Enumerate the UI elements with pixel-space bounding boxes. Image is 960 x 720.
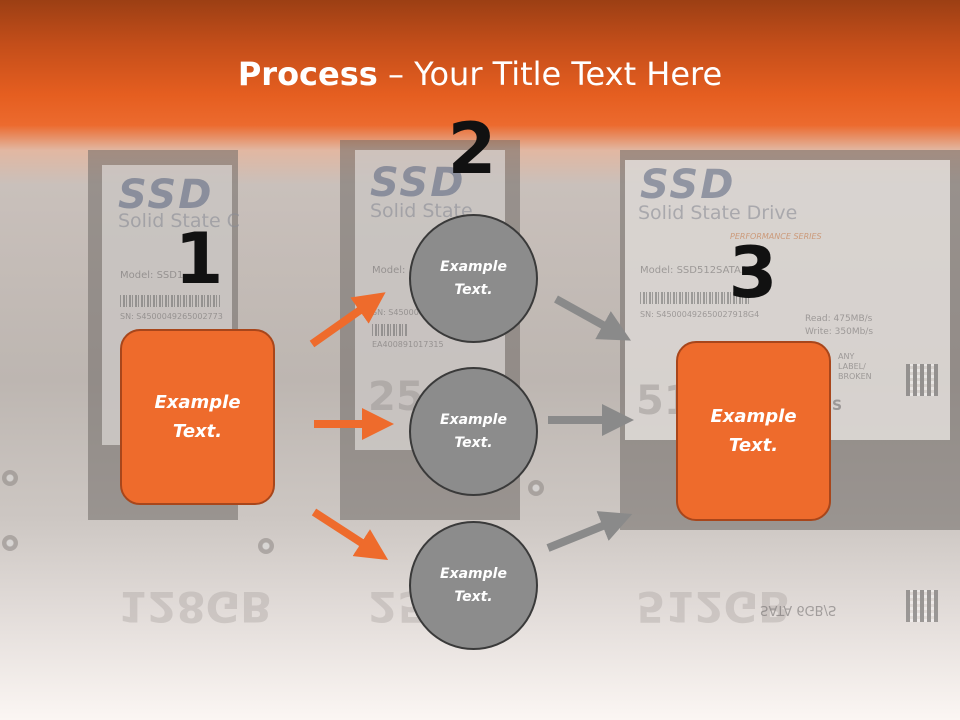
step-1-box[interactable]: Example Text. xyxy=(120,329,275,505)
step-1-line1: Example xyxy=(154,392,241,413)
circle-top-line1: Example xyxy=(440,258,507,275)
ssd-right-write: Write: 350Mb/s xyxy=(805,327,874,337)
circle-top-line2: Text. xyxy=(454,281,493,298)
ssd-mid-model: Model: xyxy=(372,265,406,276)
ssd-right-series: PERFORMANCE SERIES xyxy=(730,232,822,241)
step-number-2: 2 xyxy=(447,108,497,190)
circle-bottom-line2: Text. xyxy=(454,588,493,605)
step-number-1: 1 xyxy=(174,218,224,300)
ssd-mid-brand: SSD xyxy=(370,160,466,206)
ssd-right-model: Model: SSD512SATA3S xyxy=(640,265,754,276)
ssd-right-qr-reflection xyxy=(906,590,938,622)
circle-middle-line1: Example xyxy=(440,411,507,428)
ssd-left-barcode xyxy=(120,295,220,307)
circle-middle-text[interactable]: Example Text. xyxy=(440,409,507,455)
circle-top-text[interactable]: Example Text. xyxy=(440,256,507,302)
ssd-right-barcode xyxy=(640,292,750,304)
ssd-right-brand: SSD xyxy=(640,162,736,208)
step-number-3: 3 xyxy=(728,232,778,314)
arrow-orange-up xyxy=(309,292,386,348)
step-1-text[interactable]: Example Text. xyxy=(154,388,240,446)
screw-3 xyxy=(258,538,274,554)
step-3-text[interactable]: Example Text. xyxy=(710,402,796,460)
circle-middle-line2: Text. xyxy=(454,434,493,451)
ssd-right-qr xyxy=(906,364,938,396)
arrow-orange-down xyxy=(311,508,389,561)
ssd-left-model: Model: SSD1 xyxy=(120,270,184,281)
ssd-right-s: S xyxy=(832,398,843,414)
ssd-right-sn: SN: S45000492650027918G4 xyxy=(640,310,760,319)
step-2-circle-bottom[interactable]: Example Text. xyxy=(409,521,538,650)
title-rest: – Your Title Text Here xyxy=(377,55,723,93)
ssd-left-sn: SN: S4500049265002773 xyxy=(120,312,223,321)
step-3-line2: Text. xyxy=(728,435,779,456)
circle-bottom-line1: Example xyxy=(440,565,507,582)
ssd-mid-barcode xyxy=(372,324,408,336)
ssd-mid-ea: EA400891017315 xyxy=(372,340,444,349)
circle-bottom-text[interactable]: Example Text. xyxy=(440,563,507,609)
ssd-right-read: Read: 475MB/s xyxy=(805,314,873,324)
step-2-circle-middle[interactable]: Example Text. xyxy=(409,367,538,496)
ssd-right-subtitle: Solid State Drive xyxy=(638,202,798,224)
step-3-box[interactable]: Example Text. xyxy=(676,341,831,521)
ssd-right-note: ANY LABEL/ BROKEN xyxy=(838,352,872,381)
arrow-gray-down xyxy=(554,295,631,341)
ssd-mid-subtitle: Solid State xyxy=(370,200,473,222)
screw-1 xyxy=(2,470,18,486)
ssd-left-subtitle: Solid State C xyxy=(118,210,240,232)
screw-2 xyxy=(2,535,18,551)
slide-title[interactable]: Process – Your Title Text Here xyxy=(0,52,960,96)
title-bold: Process xyxy=(237,55,378,93)
ssd-left-brand: SSD xyxy=(118,172,214,218)
ssd-mid-sn: SN: S4500049 xyxy=(372,308,430,317)
step-2-circle-top[interactable]: Example Text. xyxy=(409,214,538,343)
arrow-gray-up xyxy=(546,511,633,552)
step-1-line2: Text. xyxy=(172,421,223,442)
step-3-line1: Example xyxy=(710,406,797,427)
screw-4 xyxy=(528,480,544,496)
